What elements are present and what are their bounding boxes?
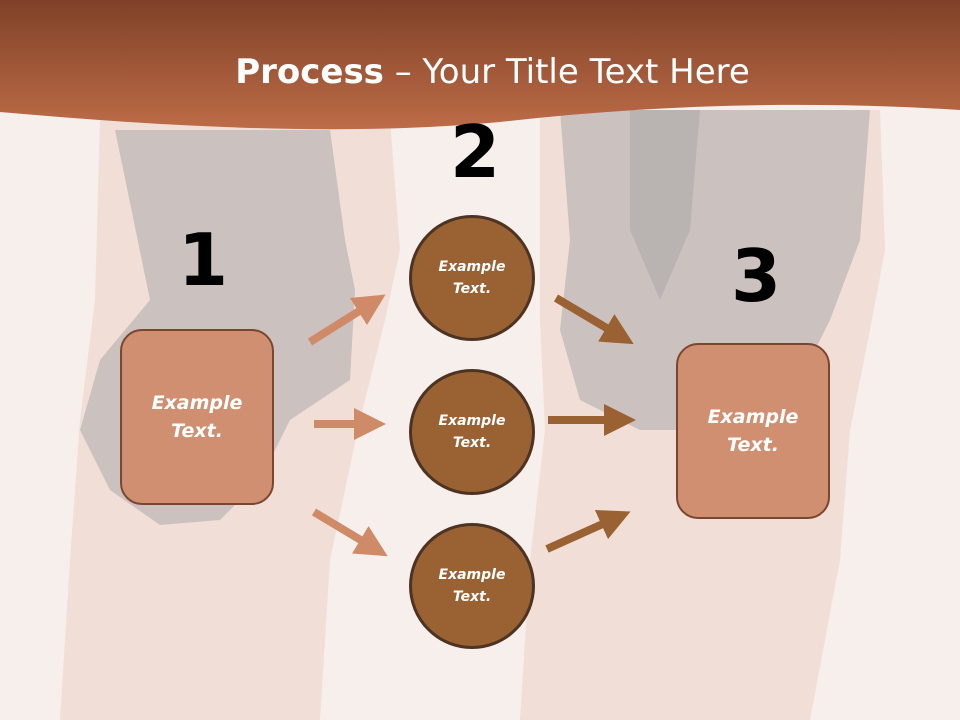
step-2-circle-bottom: Example Text. [409, 523, 535, 649]
step-2-label-top: Example Text. [438, 258, 506, 297]
title-rest: – Your Title Text Here [383, 52, 750, 92]
step-1-box: Example Text. [120, 329, 274, 505]
step-2-circle-middle: Example Text. [409, 369, 535, 495]
header-band [0, 0, 960, 130]
step-3-number: 3 [731, 234, 782, 318]
step-3-box: Example Text. [676, 343, 830, 519]
step-2-label-middle: Example Text. [438, 412, 506, 451]
step-2-label-bottom: Example Text. [438, 566, 506, 605]
step-1-number: 1 [178, 218, 229, 302]
step-2-circle-top: Example Text. [409, 215, 535, 341]
step-1-label: Example Text. [151, 391, 243, 443]
slide-title: Process – Your Title Text Here [0, 52, 960, 92]
step-3-label: Example Text. [707, 405, 799, 457]
step-2-number: 2 [450, 110, 501, 194]
title-bold: Process [235, 52, 384, 92]
